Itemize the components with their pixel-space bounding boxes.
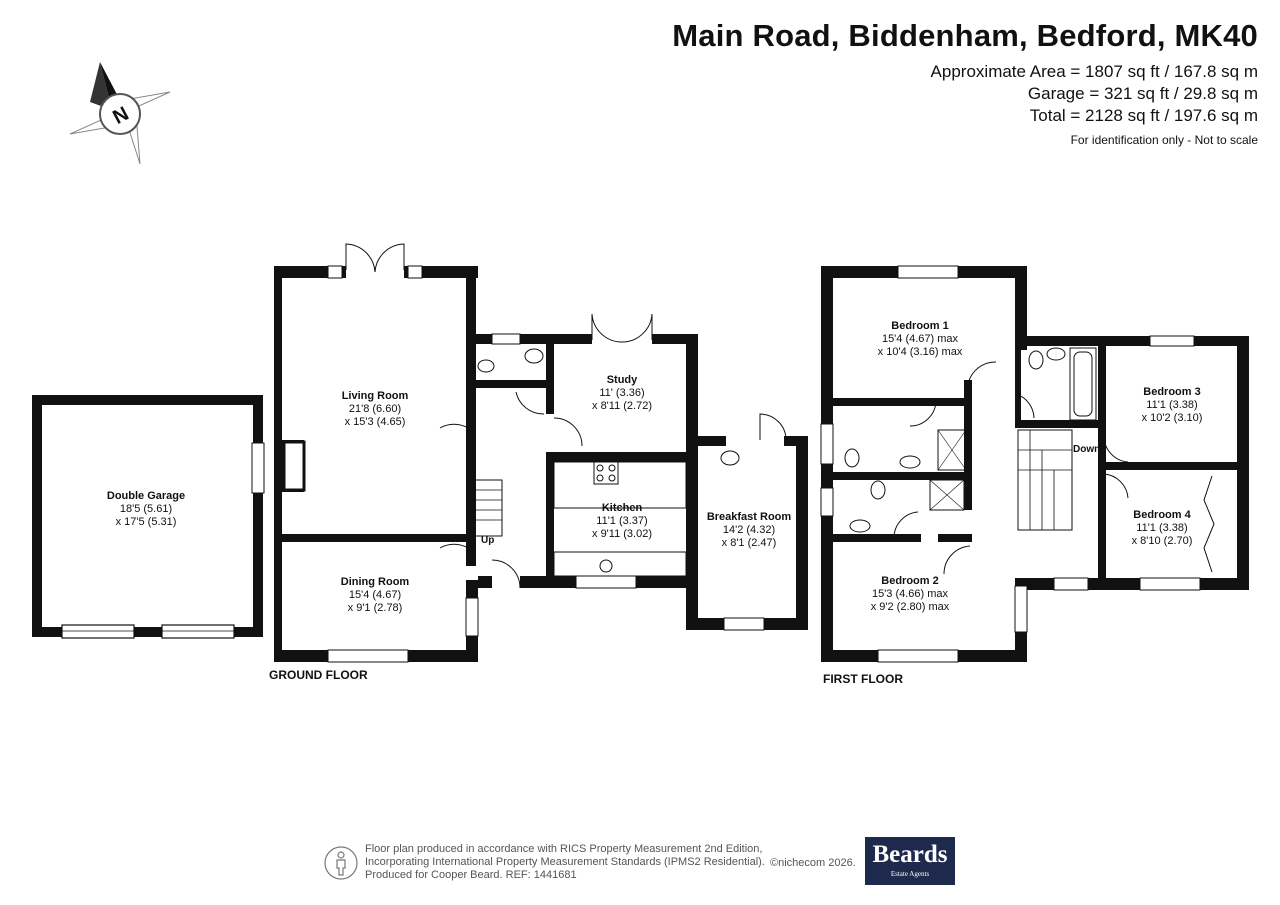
room-label-dining-room: Dining Room 15'4 (4.67) x 9'1 (2.78) bbox=[340, 576, 410, 614]
copyright-text: ©nichecom 2026. bbox=[770, 857, 856, 869]
ground-floor-walls bbox=[274, 243, 808, 663]
beards-logo: Beards Estate Agents bbox=[865, 837, 955, 885]
property-address-title: Main Road, Biddenham, Bedford, MK40 bbox=[672, 18, 1258, 53]
room-label-bedroom-3: Bedroom 3 11'1 (3.38) x 10'2 (3.10) bbox=[1141, 386, 1203, 424]
person-icon bbox=[324, 846, 358, 880]
room-label-bedroom-1: Bedroom 1 15'4 (4.67) max x 10'4 (3.16) … bbox=[877, 320, 963, 358]
approximate-area: Approximate Area = 1807 sq ft / 167.8 sq… bbox=[930, 62, 1258, 81]
total-area: Total = 2128 sq ft / 197.6 sq m bbox=[1029, 106, 1258, 125]
room-label-study: Study 11' (3.36) x 8'11 (2.72) bbox=[592, 374, 652, 412]
first-floor-walls bbox=[820, 265, 1249, 663]
stairs-down-label: Down bbox=[1073, 444, 1101, 455]
garage-area: Garage = 321 sq ft / 29.8 sq m bbox=[1027, 84, 1258, 103]
stairs-up-label: Up bbox=[481, 535, 495, 546]
room-label-double-garage: Double Garage 18'5 (5.61) x 17'5 (5.31) bbox=[106, 490, 186, 528]
footer-notes: Floor plan produced in accordance with R… bbox=[365, 843, 765, 881]
room-label-kitchen: Kitchen 11'1 (3.37) x 9'11 (3.02) bbox=[592, 502, 652, 540]
room-label-living-room: Living Room 21'8 (6.60) x 15'3 (4.65) bbox=[341, 390, 409, 428]
compass-icon: N bbox=[69, 62, 171, 165]
first-floor-label: FIRST FLOOR bbox=[823, 672, 903, 686]
room-label-bedroom-4: Bedroom 4 11'1 (3.38) x 8'10 (2.70) bbox=[1131, 509, 1193, 547]
scale-disclaimer: For identification only - Not to scale bbox=[1070, 133, 1258, 147]
garage-walls bbox=[32, 395, 265, 639]
plan-header: Main Road, Biddenham, Bedford, MK40 Appr… bbox=[672, 14, 1258, 148]
room-label-bedroom-2: Bedroom 2 15'3 (4.66) max x 9'2 (2.80) m… bbox=[870, 575, 950, 613]
room-label-breakfast-room: Breakfast Room 14'2 (4.32) x 8'1 (2.47) bbox=[706, 511, 792, 549]
ground-floor-label: GROUND FLOOR bbox=[269, 668, 368, 682]
